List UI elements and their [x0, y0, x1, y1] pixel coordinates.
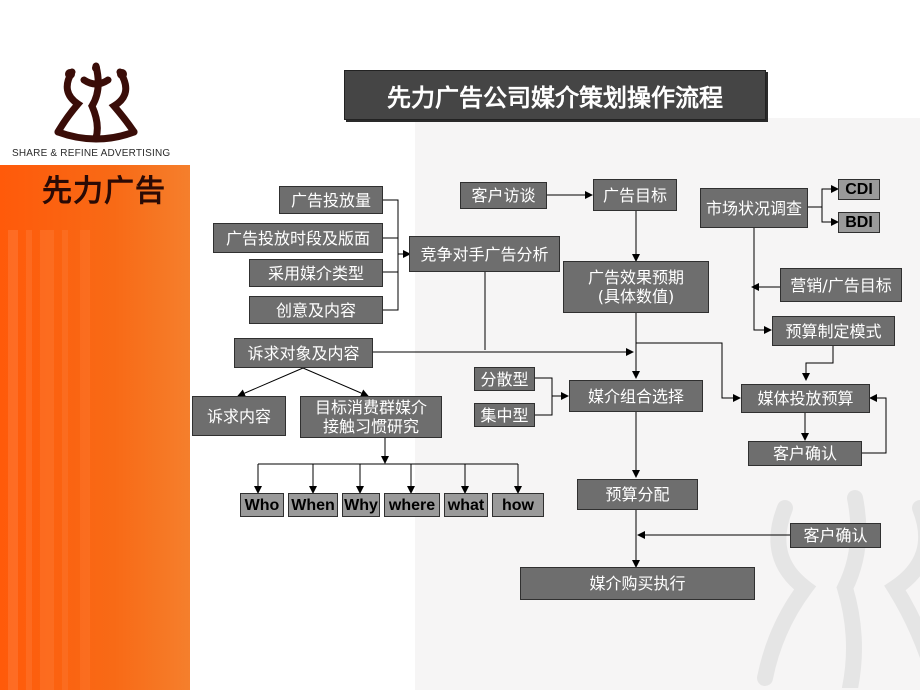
creative-node: 创意及内容 — [249, 296, 383, 324]
question-when: When — [288, 493, 338, 517]
client-interview-node: 客户访谈 — [460, 182, 547, 209]
page-title: 先力广告公司媒介策划操作流程 — [344, 70, 766, 120]
appeal-target-node: 诉求对象及内容 — [234, 338, 373, 368]
question-what: what — [444, 493, 488, 517]
ad-timing-node: 广告投放时段及版面 — [213, 223, 383, 253]
effect-forecast-node: 广告效果预期 (具体数值) — [563, 261, 709, 313]
brand-sidebar: SHARE & REFINE ADVERTISING 先力广告 — [0, 0, 190, 690]
company-logo-icon — [54, 62, 138, 143]
client-confirm-right-node: 客户确认 — [748, 441, 862, 466]
dispersed-node: 分散型 — [474, 367, 535, 391]
client-confirm-bottom-node: 客户确认 — [790, 523, 881, 548]
competitor-analysis-node: 竞争对手广告分析 — [409, 236, 560, 272]
logo-text: SHARE & REFINE ADVERTISING — [12, 148, 171, 159]
media-mix-node: 媒介组合选择 — [569, 380, 703, 412]
ad-volume-node: 广告投放量 — [279, 186, 383, 214]
appeal-content-node: 诉求内容 — [192, 396, 286, 436]
question-how: how — [492, 493, 544, 517]
concentrated-node: 集中型 — [474, 403, 535, 427]
logo-panel: SHARE & REFINE ADVERTISING — [0, 0, 190, 165]
media-buying-node: 媒介购买执行 — [520, 567, 755, 600]
cdi-node: CDI — [838, 179, 880, 200]
logo-chinese-name: 先力广告 — [42, 174, 166, 209]
ad-goal-node: 广告目标 — [593, 179, 677, 211]
question-why: Why — [342, 493, 380, 517]
budget-model-node: 预算制定模式 — [772, 316, 895, 346]
bdi-node: BDI — [838, 212, 880, 233]
question-where: where — [384, 493, 440, 517]
media-budget-node: 媒体投放预算 — [741, 384, 870, 413]
market-survey-node: 市场状况调查 — [700, 188, 808, 228]
budget-allocation-node: 预算分配 — [577, 479, 698, 510]
question-who: Who — [240, 493, 284, 517]
marketing-goal-node: 营销/广告目标 — [780, 268, 902, 302]
consumer-study-node: 目标消费群媒介 接触习惯研究 — [300, 396, 442, 438]
media-type-node: 采用媒介类型 — [249, 259, 383, 287]
